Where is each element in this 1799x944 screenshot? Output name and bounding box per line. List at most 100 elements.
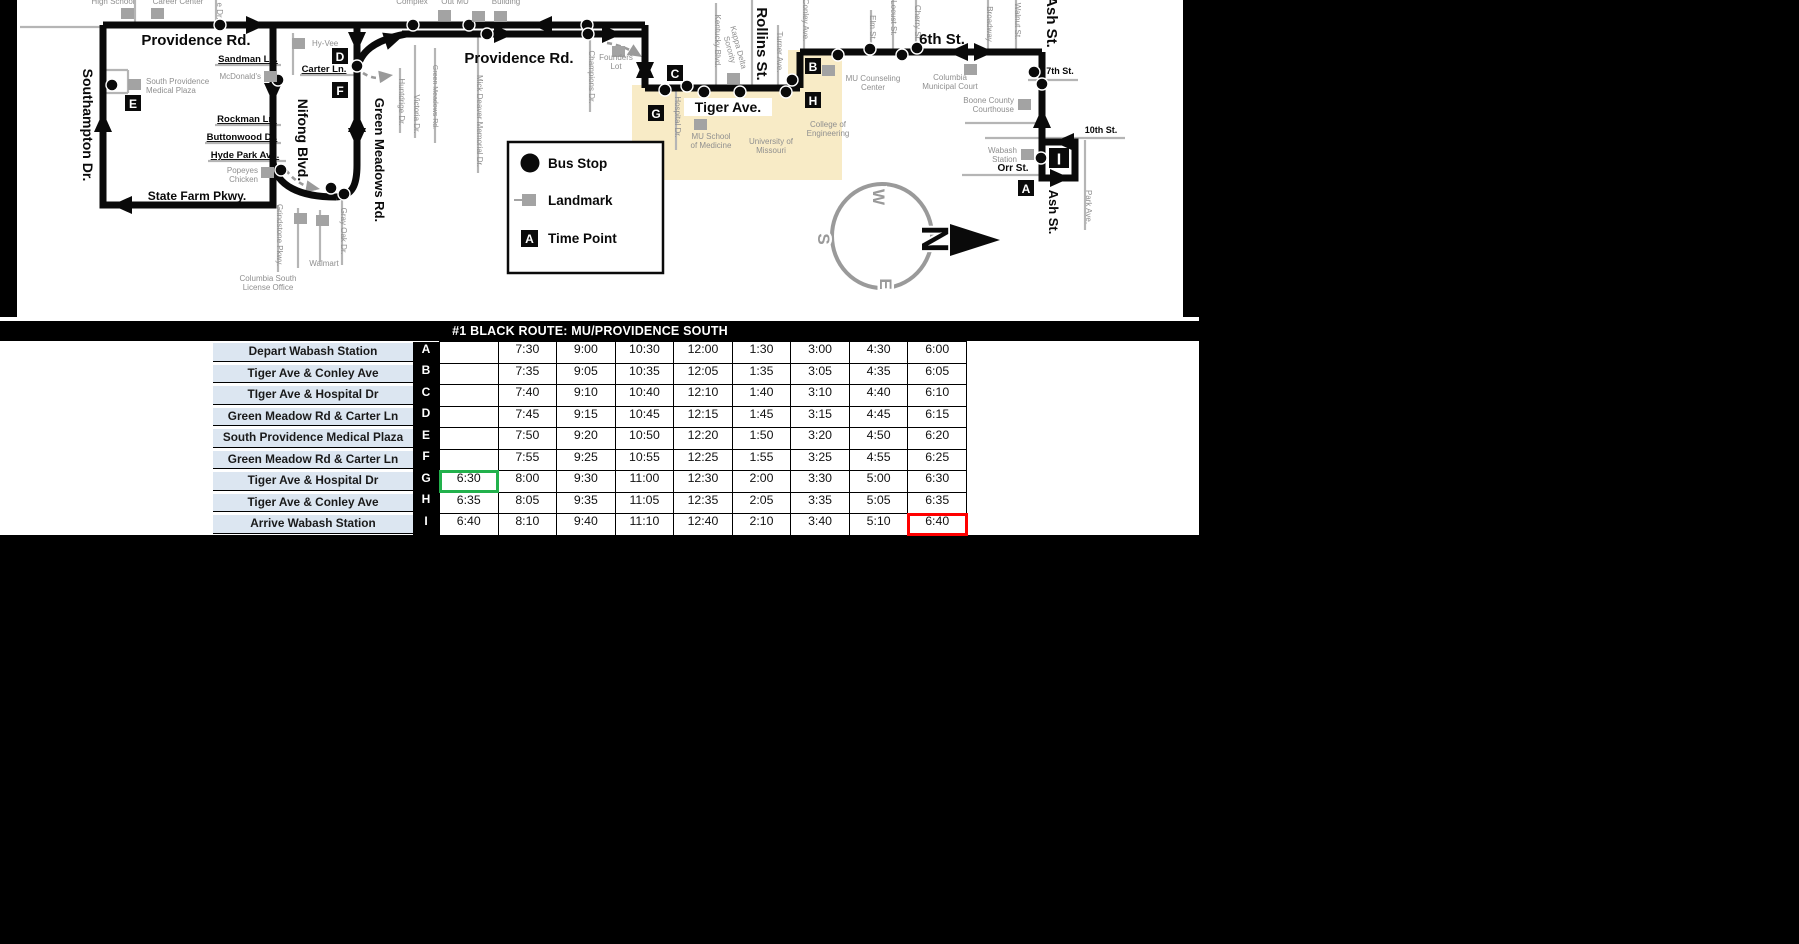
time-cell-E-1: 7:50 <box>497 427 558 450</box>
route-direction-arrow <box>348 112 366 132</box>
landmark-label: Building <box>492 0 520 6</box>
street-label: Buttonwood Dr. <box>207 132 278 143</box>
route-direction-arrow <box>602 25 622 43</box>
timepoint-letter-cell: G <box>413 470 440 492</box>
time-cell-B-4: 12:05 <box>673 362 733 385</box>
landmark-label: Out MU <box>441 0 469 6</box>
bus-stop-dot <box>863 42 877 56</box>
street-label: Locust St. <box>889 0 898 36</box>
landmark-label: Hy-Vee <box>312 39 339 48</box>
route-direction-arrow <box>1033 108 1051 128</box>
time-cell-A-1: 7:30 <box>497 341 558 364</box>
time-cell-G-6: 3:30 <box>790 470 850 493</box>
timepoint-E <box>125 95 141 111</box>
street-label: Mick Deaver Memorial Dr. <box>475 75 484 167</box>
time-cell-I-0: 6:40 <box>439 513 499 536</box>
stop-label-cell: Green Meadow Rd & Carter Ln <box>213 406 413 428</box>
route-direction-arrow <box>305 180 320 193</box>
route-direction-arrow <box>264 83 282 103</box>
landmark-square <box>964 64 977 75</box>
time-cell-E-7: 4:50 <box>848 427 909 450</box>
landmark-label: Walmart <box>309 259 339 268</box>
bus-stop-dot <box>733 85 747 99</box>
route-deviation-dashed <box>362 71 390 80</box>
schedule-title-band: #1 BLACK ROUTE: MU/PROVIDENCE SOUTH <box>0 321 1199 341</box>
time-cell-F-5: 1:55 <box>731 448 792 471</box>
time-cell-F-0 <box>439 448 499 471</box>
landmark-square <box>264 71 277 82</box>
timepoint-letter-cell: C <box>413 384 440 406</box>
time-cell-E-2: 9:20 <box>556 427 616 450</box>
bus-stop-dot <box>213 18 227 32</box>
time-cell-I-7: 5:10 <box>848 513 909 536</box>
landmark-label: McDonald's <box>219 72 261 81</box>
street-label: 10th St. <box>1085 125 1118 135</box>
time-cell-B-3: 10:35 <box>614 362 675 385</box>
timepoint-letter-cell: I <box>413 513 440 535</box>
time-cell-C-6: 3:10 <box>790 384 850 407</box>
legend-timepoint-icon <box>521 230 538 247</box>
bus-stop-dot <box>1027 65 1041 79</box>
street-label: Nifong Blvd. <box>295 99 311 181</box>
schedule-title: #1 BLACK ROUTE: MU/PROVIDENCE SOUTH <box>452 324 728 338</box>
stop-name: Tiger Ave & Conley Ave <box>213 364 413 383</box>
time-cell-F-7: 4:55 <box>848 448 909 471</box>
landmark-square <box>294 213 307 224</box>
bus-stop-dot <box>324 181 338 195</box>
route-direction-arrow <box>94 112 112 132</box>
time-cell-A-5: 1:30 <box>731 341 792 364</box>
route-direction-arrow <box>246 16 266 34</box>
time-cell-B-8: 6:05 <box>907 362 967 385</box>
timepoint-letter: A <box>1022 182 1031 196</box>
time-cell-A-2: 9:00 <box>556 341 616 364</box>
street-label: Tiger Ave. <box>695 99 761 115</box>
street-label: Hospital Dr. <box>673 96 682 137</box>
time-cell-H-8: 6:35 <box>907 491 967 514</box>
stop-name: Tiger Ave & Hospital Dr <box>213 472 413 491</box>
compass-north-letter: N <box>913 225 955 252</box>
legend-timepoint-label: Time Point <box>548 231 617 246</box>
time-cell-F-4: 12:25 <box>673 448 733 471</box>
time-cell-C-0 <box>439 384 499 407</box>
bus-stop-dot <box>337 187 351 201</box>
street-label: Southampton Dr. <box>80 69 96 182</box>
landmark-square <box>494 11 507 22</box>
legend-bus-stop-icon <box>520 153 540 173</box>
stop-name: Green Meadow Rd & Carter Ln <box>213 450 413 469</box>
stop-label-cell: Tiger Ave & Conley Ave <box>213 363 413 385</box>
street-label: Ash St. <box>1046 190 1061 235</box>
bus-stop-dot <box>274 163 288 177</box>
timepoint-letter: D <box>336 50 345 64</box>
time-cell-G-8: 6:30 <box>907 470 967 493</box>
landmark-label: Complex <box>396 0 428 6</box>
stop-name: Depart Wabash Station <box>213 343 413 362</box>
bus-stop-dot <box>785 73 799 87</box>
time-cell-B-7: 4:35 <box>848 362 909 385</box>
time-cell-D-3: 10:45 <box>614 405 675 428</box>
time-cell-I-6: 3:40 <box>790 513 850 536</box>
stop-name: South Providence Medical Plaza <box>213 429 413 448</box>
timepoint-letter: E <box>129 97 137 111</box>
time-cell-H-7: 5:05 <box>848 491 909 514</box>
timepoint-letter-cell: D <box>413 406 440 428</box>
bus-stop-dot <box>680 79 694 93</box>
compass-north-arrow-icon <box>950 224 1000 256</box>
time-cell-F-3: 10:55 <box>614 448 675 471</box>
red-highlight-cell: 6:40 <box>906 512 968 536</box>
street-label: e Dr. <box>215 3 224 20</box>
landmark-square <box>822 65 835 76</box>
time-cell-B-1: 7:35 <box>497 362 558 385</box>
route-direction-arrow <box>636 62 654 82</box>
time-cell-I-2: 9:40 <box>556 513 616 536</box>
route-direction-arrow <box>626 44 642 57</box>
street-label: Carter Ln. <box>302 64 347 75</box>
time-cell-G-7: 5:00 <box>848 470 909 493</box>
street-label: Turner Ave. <box>775 32 784 73</box>
street-label: Hyde Park Ave. <box>211 150 279 161</box>
